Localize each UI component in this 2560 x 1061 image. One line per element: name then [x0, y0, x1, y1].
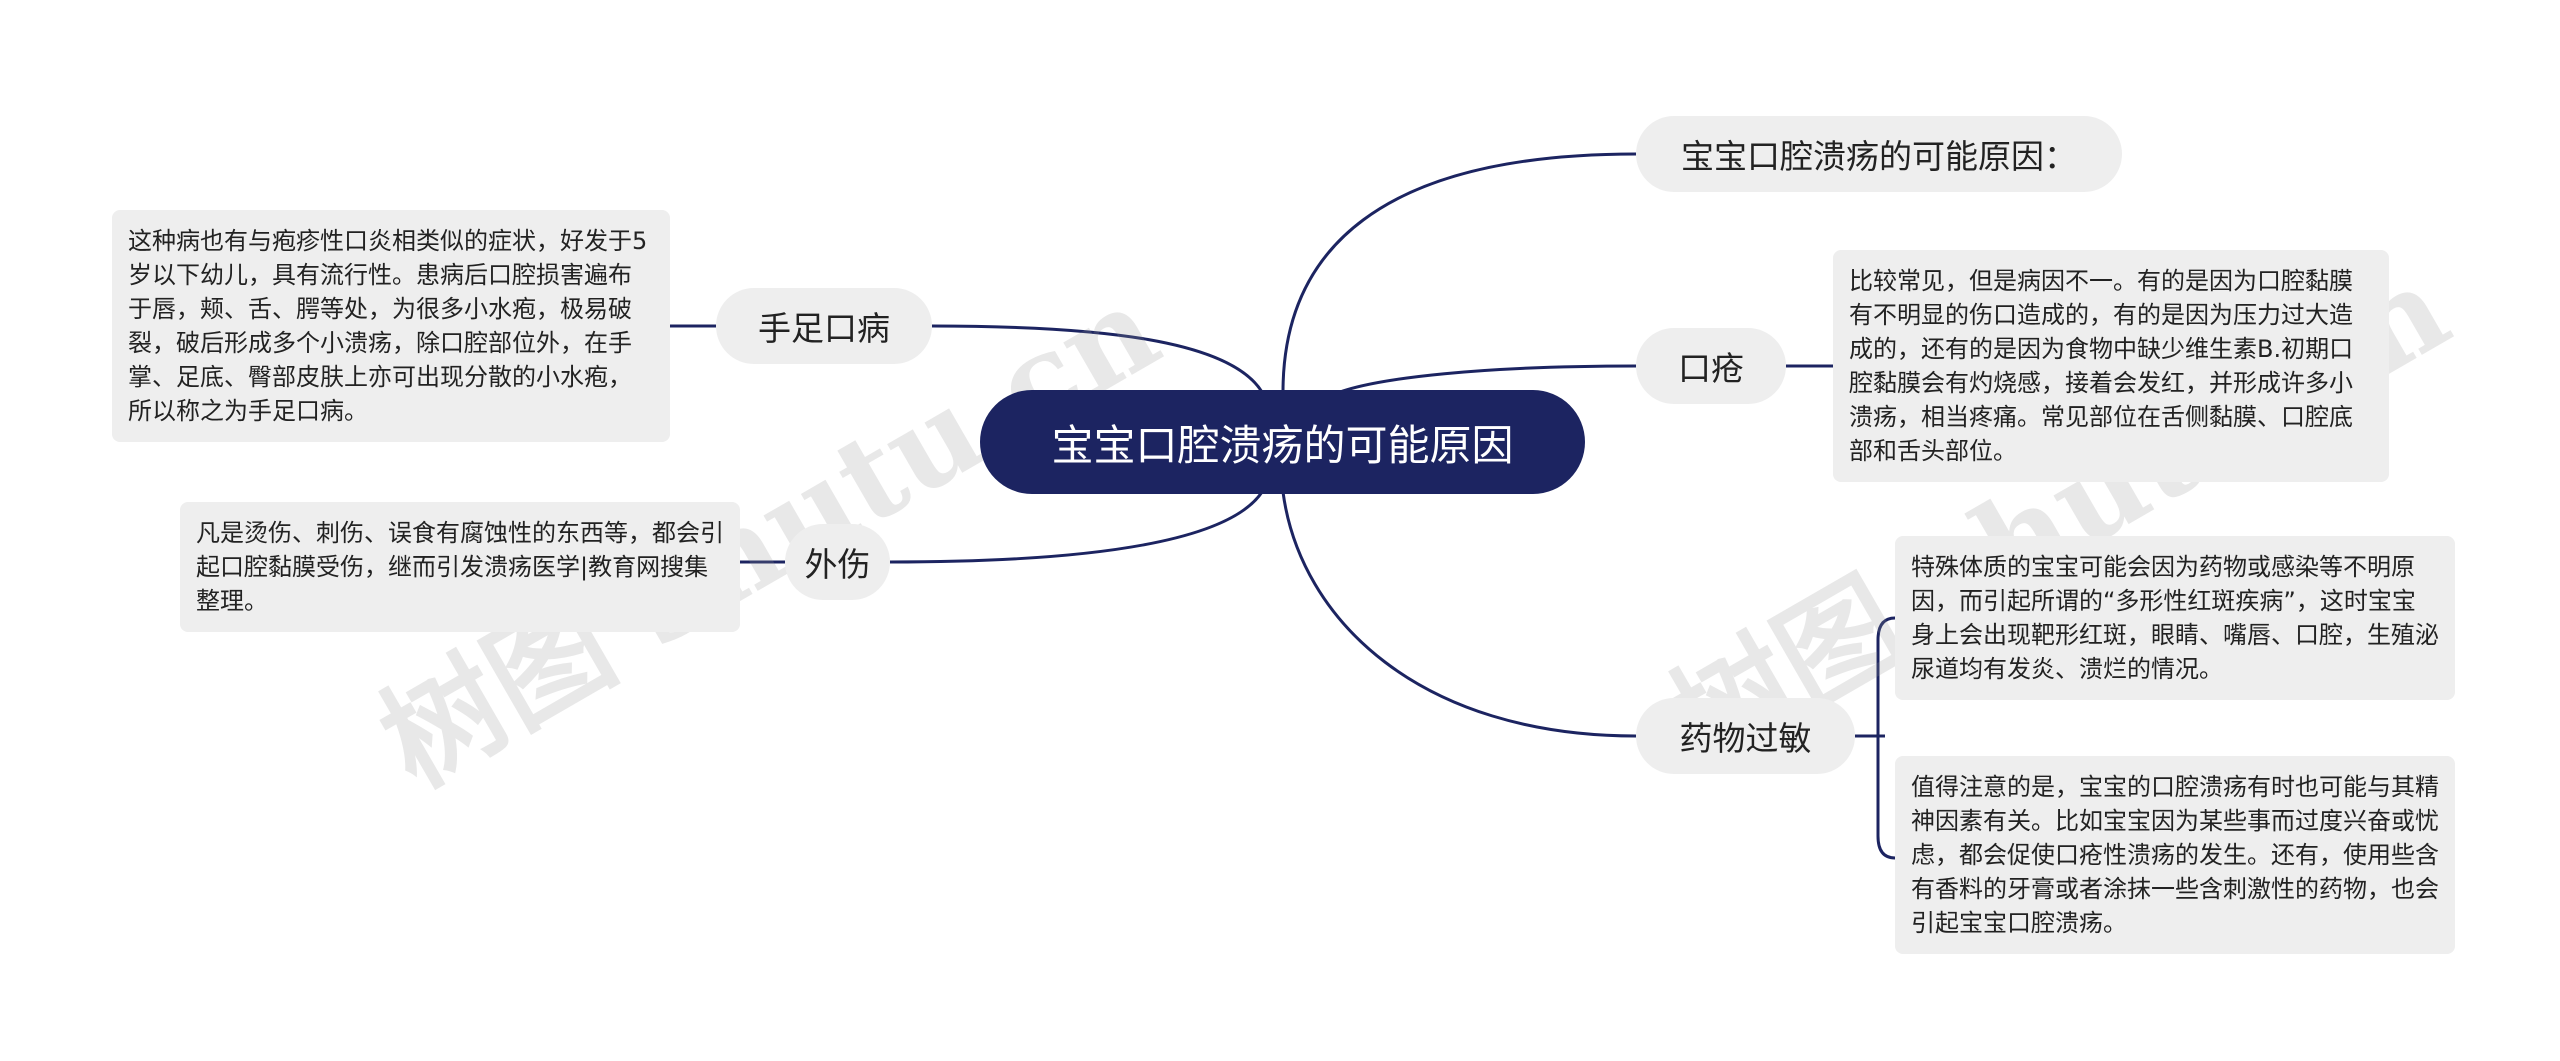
link-yaowu-bracket — [1855, 616, 1896, 860]
link-root-shouzukou — [931, 324, 1264, 393]
root-title: 宝宝口腔溃疡的可能原因 — [1051, 420, 1514, 470]
detail-yaowu-2: 值得注意的是，宝宝的口腔溃疡有时也可能与其精神因素有关。比如宝宝因为某些事而过度… — [1895, 756, 2455, 954]
link-root-yaowu — [1281, 491, 1637, 738]
root-node[interactable]: 宝宝口腔溃疡的可能原因 — [980, 390, 1585, 494]
detail-text: 值得注意的是，宝宝的口腔溃疡有时也可能与其精神因素有关。比如宝宝因为某些事而过度… — [1911, 773, 2439, 937]
branch-label: 手足口病 — [758, 309, 890, 348]
link-root-koucuang — [1339, 364, 1637, 394]
branch-label: 口疮 — [1678, 349, 1744, 388]
branch-label: 外伤 — [804, 545, 871, 584]
detail-waishang: 凡是烫伤、刺伤、误食有腐蚀性的东西等，都会引起口腔黏膜受伤，继而引发溃疡医学|教… — [180, 502, 740, 632]
link-root-causes-header — [1281, 152, 1637, 393]
detail-text: 比较常见，但是病因不一。有的是因为口腔黏膜有不明显的伤口造成的，有的是因为压力过… — [1849, 267, 2354, 465]
branch-shouzukou[interactable]: 手足口病 — [716, 288, 932, 364]
branch-yaowu-guomin[interactable]: 药物过敏 — [1636, 698, 1855, 774]
detail-koucuang: 比较常见，但是病因不一。有的是因为口腔黏膜有不明显的伤口造成的，有的是因为压力过… — [1833, 250, 2389, 482]
detail-yaowu-1: 特殊体质的宝宝可能会因为药物或感染等不明原因，而引起所谓的“多形性红斑疾病”，这… — [1895, 536, 2455, 700]
branch-koucuang[interactable]: 口疮 — [1636, 328, 1786, 404]
branch-waishang[interactable]: 外伤 — [785, 524, 890, 600]
link-root-waishang — [889, 491, 1264, 564]
detail-text: 这种病也有与疱疹性口炎相类似的症状，好发于5岁以下幼儿，具有流行性。患病后口腔损… — [128, 227, 648, 425]
branch-label: 药物过敏 — [1679, 719, 1812, 758]
detail-text: 凡是烫伤、刺伤、误食有腐蚀性的东西等，都会引起口腔黏膜受伤，继而引发溃疡医学|教… — [196, 519, 724, 615]
branch-label: 宝宝口腔溃疡的可能原因： — [1681, 137, 2077, 176]
detail-text: 特殊体质的宝宝可能会因为药物或感染等不明原因，而引起所谓的“多形性红斑疾病”，这… — [1911, 553, 2439, 683]
detail-shouzukou: 这种病也有与疱疹性口炎相类似的症状，好发于5岁以下幼儿，具有流行性。患病后口腔损… — [112, 210, 670, 442]
branch-causes-header[interactable]: 宝宝口腔溃疡的可能原因： — [1636, 116, 2122, 192]
